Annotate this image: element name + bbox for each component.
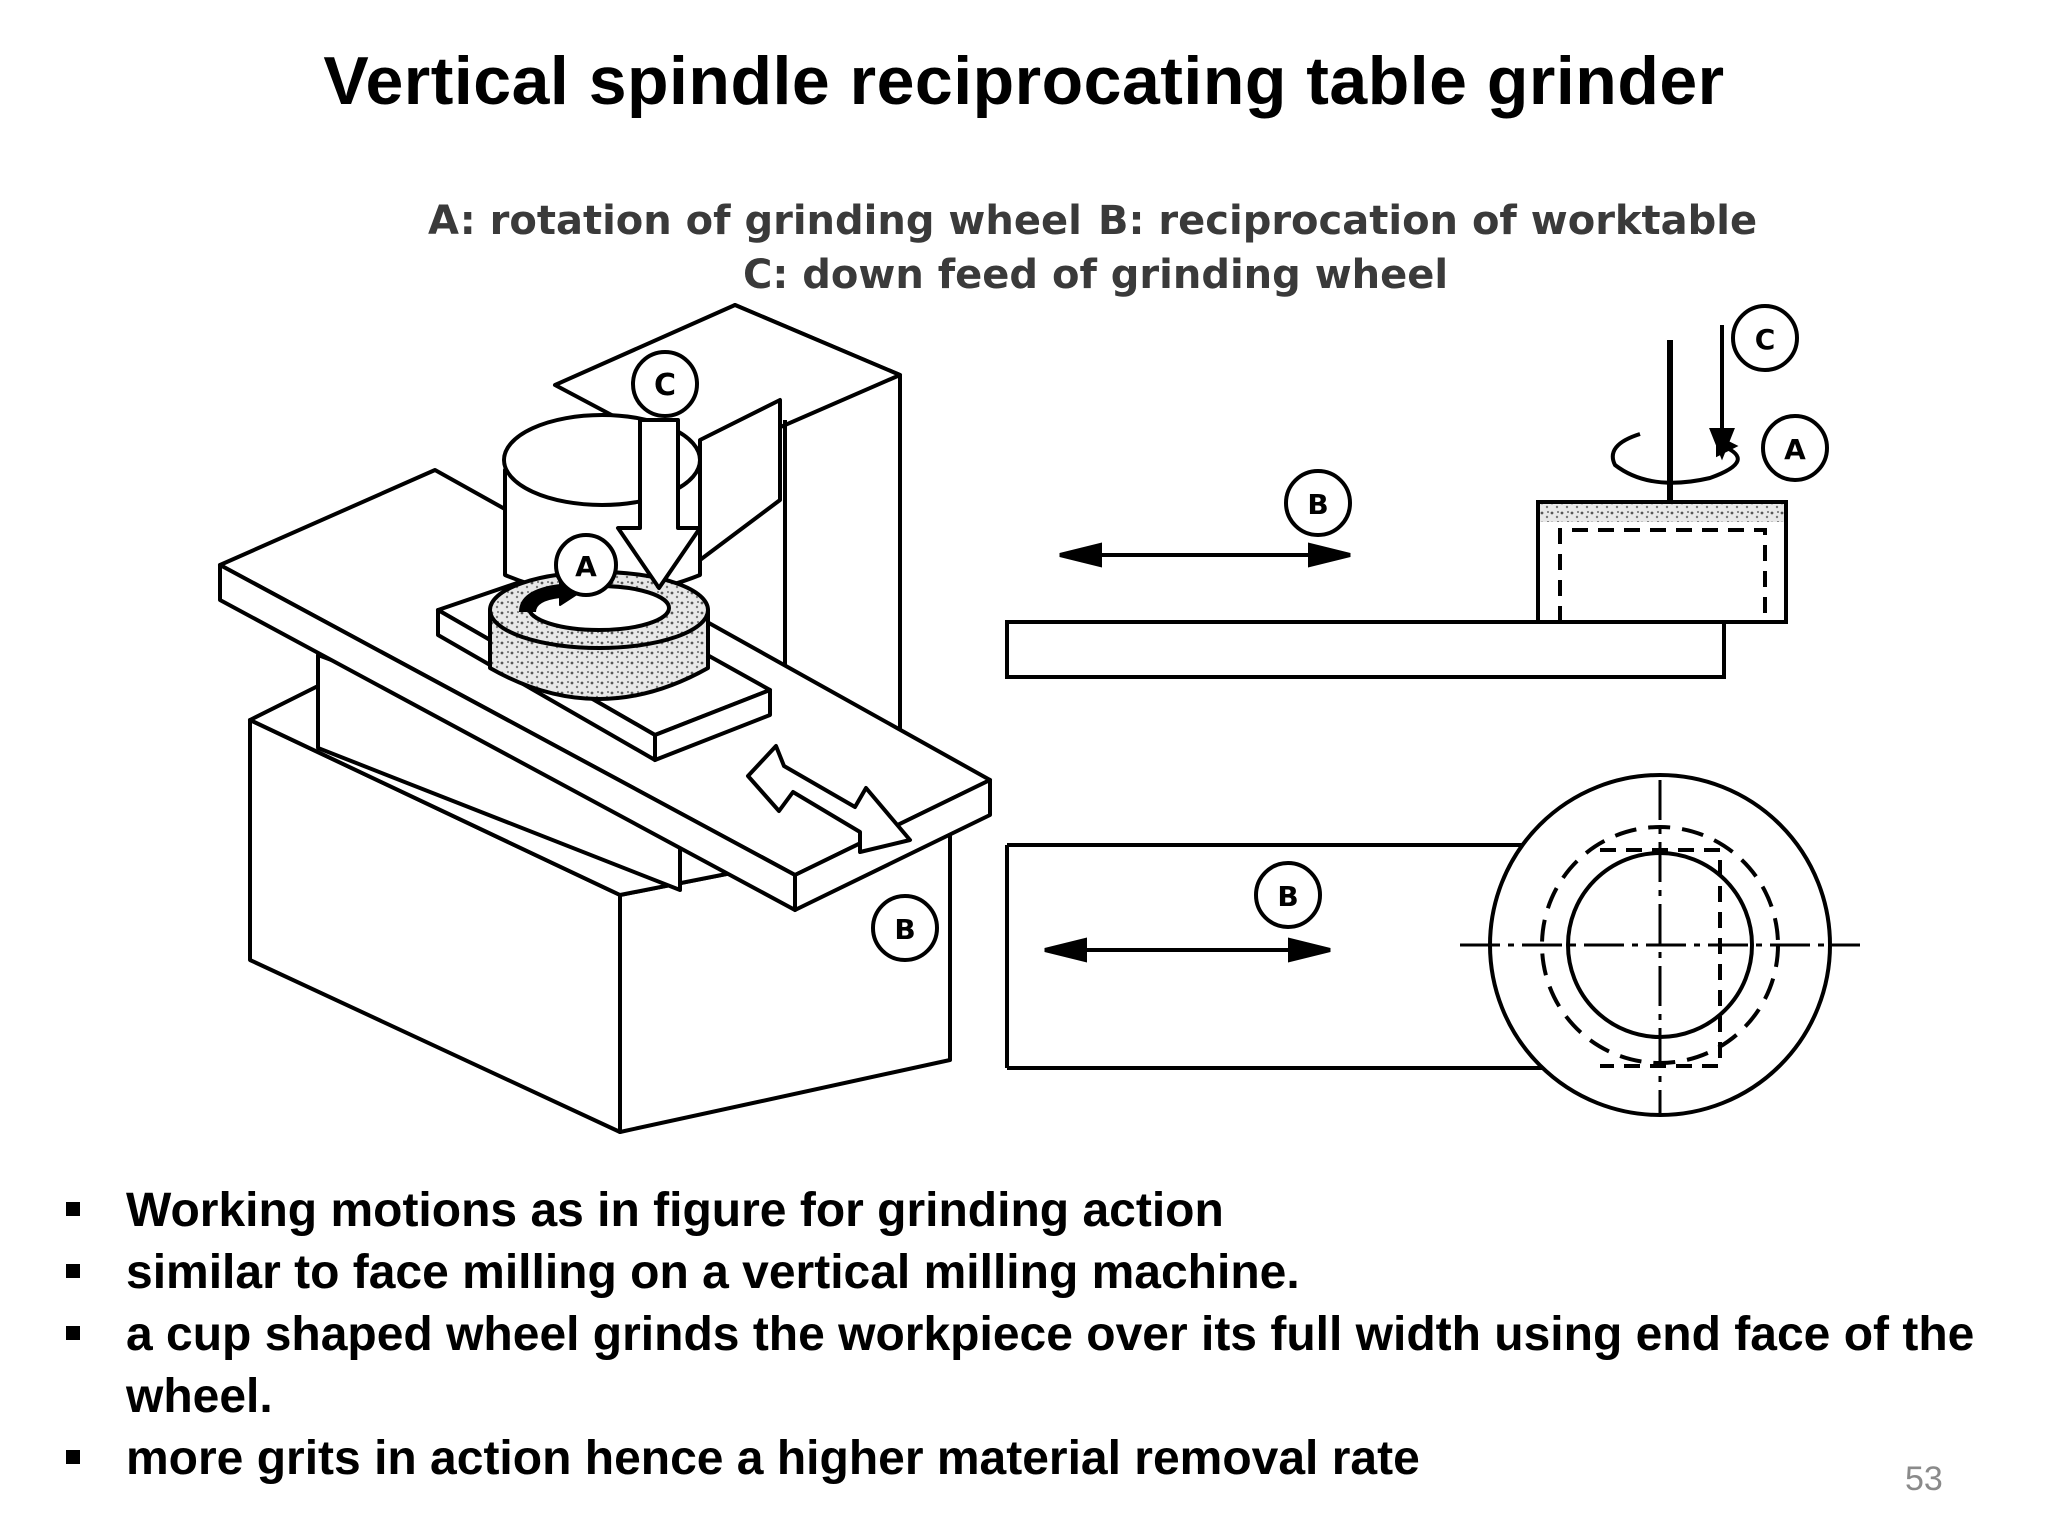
- downfeed-arrow-c: [616, 418, 702, 590]
- isometric-machine: [218, 303, 992, 1134]
- bullet-text: similar to face milling on a vertical mi…: [126, 1246, 1300, 1299]
- table-arrow-b: [746, 744, 912, 854]
- bullet-text: more grits in action hence a higher mate…: [126, 1432, 1420, 1485]
- grinder-diagram: C A B C A B: [218, 303, 1860, 1134]
- legend-c: C: down feed of grinding wheel: [743, 252, 1449, 298]
- bullet-item: Working motions as in figure for grindin…: [62, 1180, 1992, 1242]
- svg-text:B: B: [894, 913, 915, 946]
- marker-c-left: C: [631, 350, 699, 418]
- legend-b: B: reciprocation of worktable: [1098, 198, 1758, 244]
- bullet-item: a cup shaped wheel grinds the workpiece …: [62, 1304, 1992, 1428]
- bullet-text: a cup shaped wheel grinds the workpiece …: [126, 1308, 1975, 1423]
- marker-c-right: C: [1731, 304, 1799, 372]
- marker-b-left: B: [871, 894, 939, 962]
- bullet-square-icon: [66, 1326, 80, 1340]
- svg-text:A: A: [1784, 433, 1806, 466]
- side-view: [1005, 325, 1788, 679]
- svg-text:A: A: [575, 550, 597, 583]
- bullet-item: similar to face milling on a vertical mi…: [62, 1242, 1992, 1304]
- marker-b-plan: B: [1254, 861, 1322, 929]
- svg-text:B: B: [1307, 488, 1328, 521]
- svg-text:C: C: [654, 368, 676, 403]
- slide-title: Vertical spindle reciprocating table gri…: [323, 43, 1725, 119]
- side-view-rotation-arrow: [1610, 432, 1740, 485]
- svg-text:C: C: [1755, 323, 1776, 356]
- plan-view: [1005, 773, 1860, 1117]
- bullet-text: Working motions as in figure for grindin…: [126, 1184, 1224, 1237]
- legend-a: A: rotation of grinding wheel: [428, 198, 1082, 244]
- marker-b-side: B: [1284, 469, 1352, 537]
- marker-a-right: A: [1761, 414, 1829, 482]
- svg-text:B: B: [1277, 880, 1298, 913]
- bullet-square-icon: [66, 1450, 80, 1464]
- side-view-table: [1005, 620, 1726, 679]
- page-number: 53: [1905, 1460, 1943, 1498]
- bullet-square-icon: [66, 1264, 80, 1278]
- marker-a-left: A: [554, 533, 618, 597]
- bullet-list: Working motions as in figure for grindin…: [62, 1180, 1992, 1490]
- bullet-item: more grits in action hence a higher mate…: [62, 1428, 1992, 1490]
- bullet-square-icon: [66, 1202, 80, 1216]
